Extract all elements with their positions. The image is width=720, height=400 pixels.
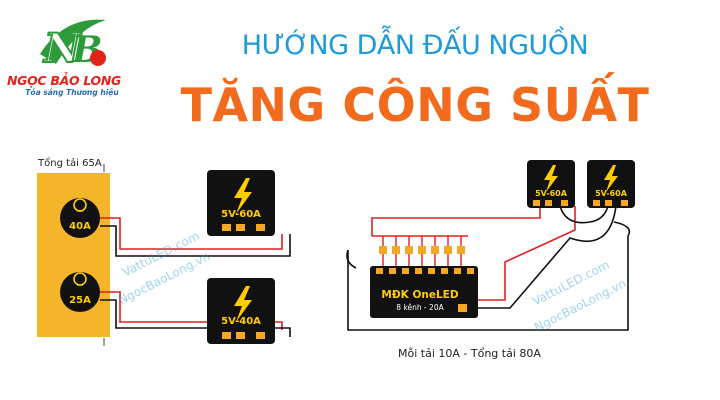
load-label: 25A xyxy=(69,295,91,306)
load-panel xyxy=(37,173,110,337)
psu-label: 5V-60A xyxy=(535,189,568,198)
controller-name: MĐK OneLED xyxy=(381,289,458,301)
svg-text:N: N xyxy=(42,25,82,72)
power-supply-icon: 5V-40A xyxy=(207,278,275,344)
power-supply-icon: 5V-60A xyxy=(207,170,275,236)
load-label: 40A xyxy=(69,221,91,232)
page-subtitle: TĂNG CÔNG SUẤT xyxy=(180,78,650,132)
power-supply-icon: 5V-60A xyxy=(587,160,635,208)
load-caption: Mỗi tải 10A - Tổng tải 80A xyxy=(398,347,541,360)
load-icon: 25A xyxy=(60,272,100,312)
logo-nb-icon: N B xyxy=(40,19,106,72)
psu-label: 5V-60A xyxy=(595,189,628,198)
power-supply-icon: 5V-60A xyxy=(527,160,575,208)
psu-label: 5V-60A xyxy=(221,209,261,220)
load-icon: 40A xyxy=(60,198,100,238)
controller-spec: 8 kênh - 20A xyxy=(396,303,444,312)
brand-slogan: Tỏa sáng Thương hiệu xyxy=(25,88,119,97)
total-load-label: Tổng tải 65A xyxy=(38,158,102,169)
psu-label: 5V-40A xyxy=(221,316,261,327)
controller-icon: MĐK OneLED 8 kênh - 20A xyxy=(370,266,478,318)
page-title: HƯỚNG DẪN ĐẤU NGUỒN xyxy=(241,30,589,61)
brand-name: NGỌC BẢO LONG xyxy=(6,73,122,88)
